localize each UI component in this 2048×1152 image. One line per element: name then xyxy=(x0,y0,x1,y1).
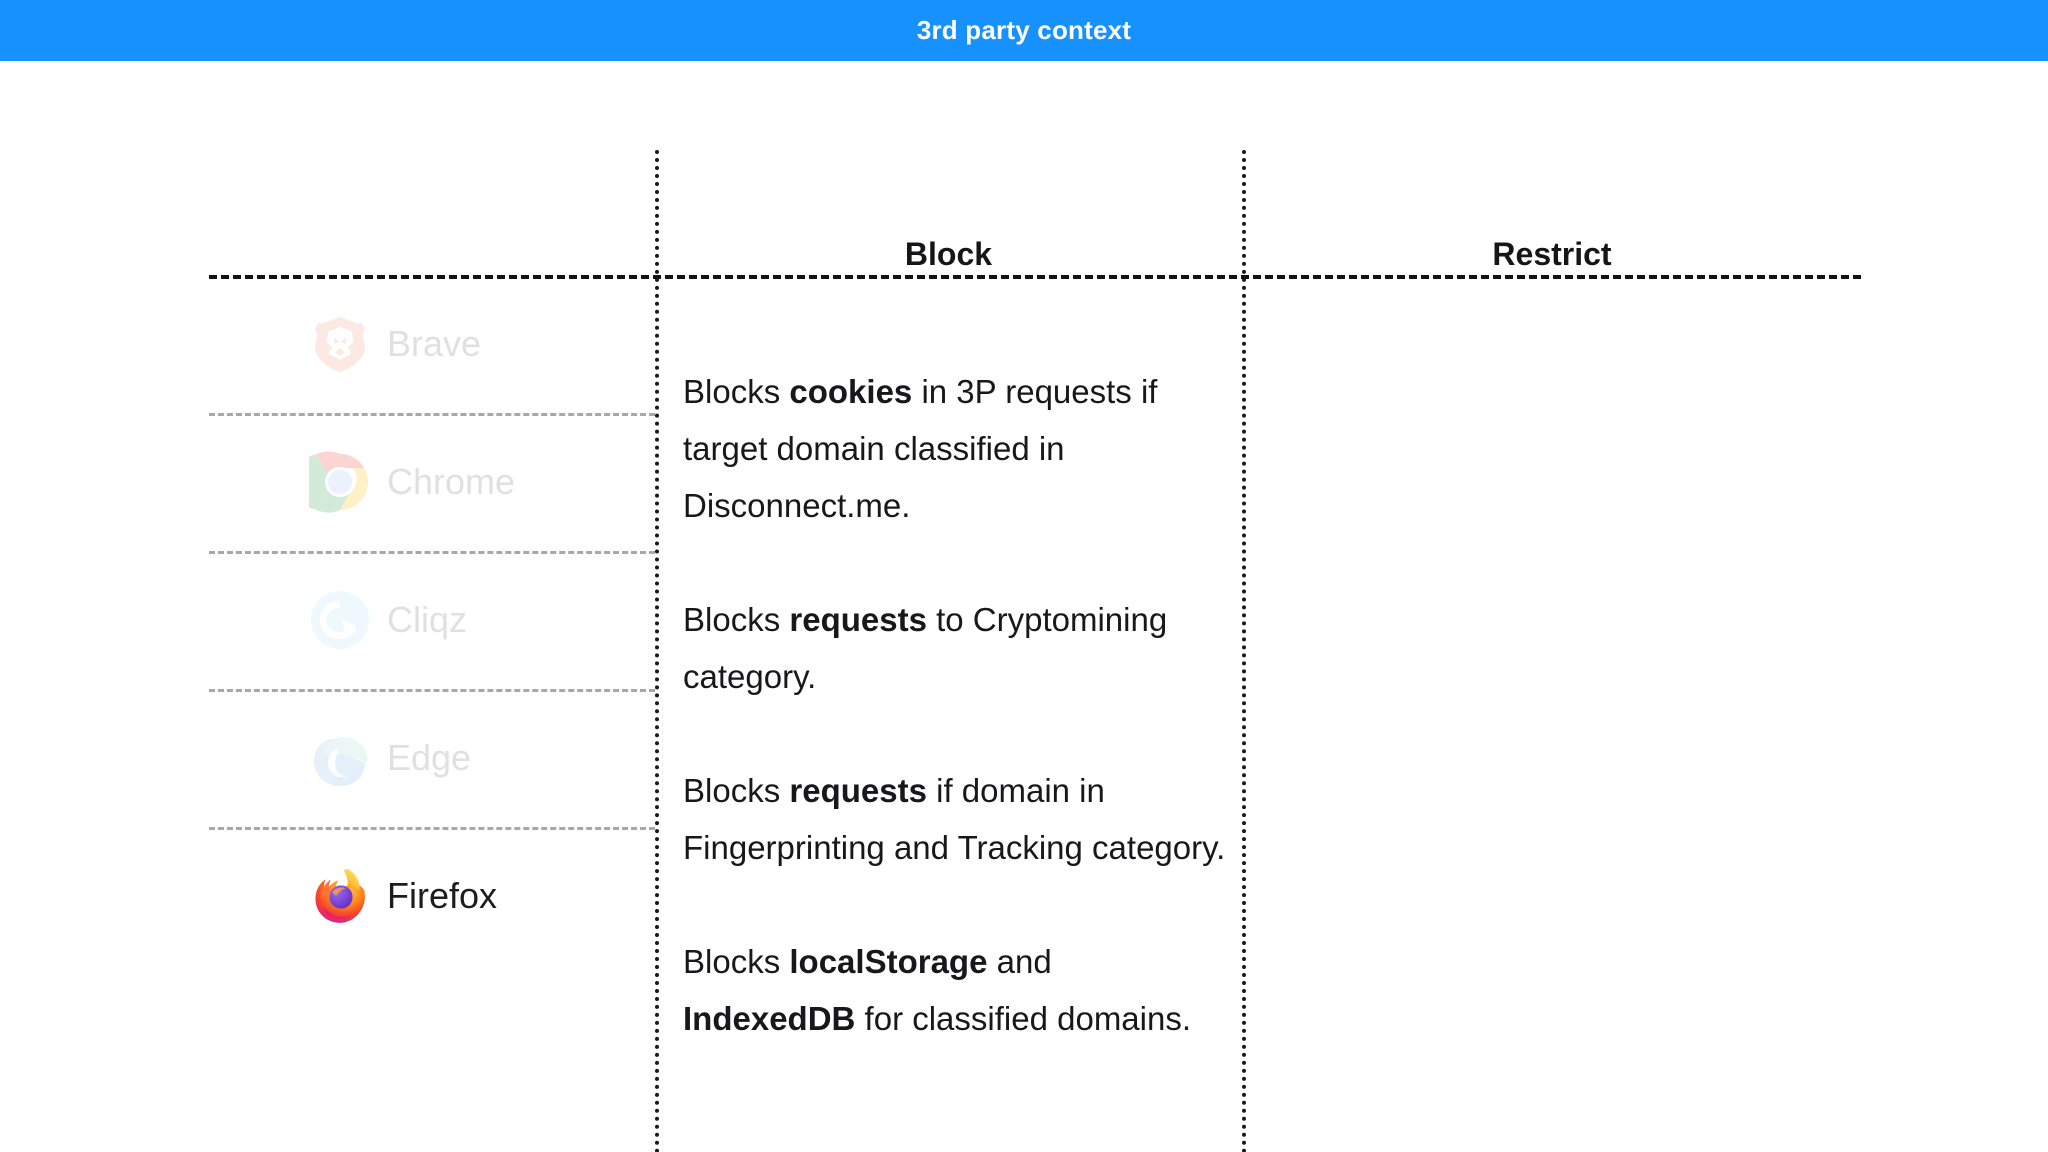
text-segment-bold: localStorage xyxy=(789,943,988,980)
chrome-logo-icon xyxy=(309,451,371,513)
table-row-brave: Brave xyxy=(0,275,655,413)
block-paragraph-cryptomining: Blocks requests to Cryptomining category… xyxy=(683,591,1231,705)
browser-column: Brave Chrome xyxy=(0,275,655,965)
text-segment-bold: requests xyxy=(789,772,927,809)
text-segment: and xyxy=(987,943,1052,980)
header-bar: 3rd party context xyxy=(0,0,2048,61)
text-segment-bold: IndexedDB xyxy=(683,1000,856,1037)
table-row-cliqz: Cliqz xyxy=(0,551,655,689)
column-header-block: Block xyxy=(904,236,993,272)
table-row-edge: Edge xyxy=(0,689,655,827)
cliqz-logo-icon xyxy=(309,589,371,651)
browser-label: Brave xyxy=(387,323,482,364)
page-title: 3rd party context xyxy=(916,15,1132,45)
edge-logo-icon xyxy=(309,727,371,789)
text-segment: if domain in Fingerprinting and Tracking… xyxy=(683,772,1226,866)
block-paragraph-storage: Blocks localStorage and IndexedDB for cl… xyxy=(683,933,1231,1047)
table-row-chrome: Chrome xyxy=(0,413,655,551)
block-paragraph-cookies: Blocks cookies in 3P requests if target … xyxy=(683,363,1231,534)
brave-logo-icon xyxy=(309,313,371,375)
row-divider xyxy=(209,413,655,416)
browser-label: Chrome xyxy=(387,461,516,502)
row-divider xyxy=(209,551,655,554)
header-rule xyxy=(209,275,1861,279)
browser-label: Firefox xyxy=(387,875,498,916)
block-paragraph-fingerprinting: Blocks requests if domain in Fingerprint… xyxy=(683,762,1231,876)
row-divider xyxy=(209,827,655,830)
text-segment-bold: cookies xyxy=(789,373,913,410)
comparison-table: Block Restrict Brave xyxy=(0,61,2048,1152)
browser-label: Cliqz xyxy=(387,599,468,640)
firefox-logo-icon xyxy=(309,865,371,927)
column-header-restrict: Restrict xyxy=(1492,236,1612,272)
text-segment: Blocks xyxy=(683,772,790,809)
browser-label: Edge xyxy=(387,737,472,778)
text-segment-bold: requests xyxy=(789,601,927,638)
table-row-firefox: Firefox xyxy=(0,827,655,965)
column-divider-left xyxy=(655,150,659,1152)
text-segment: Blocks xyxy=(683,943,790,980)
column-divider-right xyxy=(1242,150,1246,1152)
text-segment: for classified domains. xyxy=(855,1000,1192,1037)
text-segment: in 3P requests if target domain classifi… xyxy=(683,373,1158,524)
text-segment: Blocks xyxy=(683,373,790,410)
text-segment: Blocks xyxy=(683,601,790,638)
block-column-content: Blocks cookies in 3P requests if target … xyxy=(683,363,1231,1047)
text-segment: to Cryptomining category. xyxy=(683,601,1168,695)
row-divider xyxy=(209,689,655,692)
